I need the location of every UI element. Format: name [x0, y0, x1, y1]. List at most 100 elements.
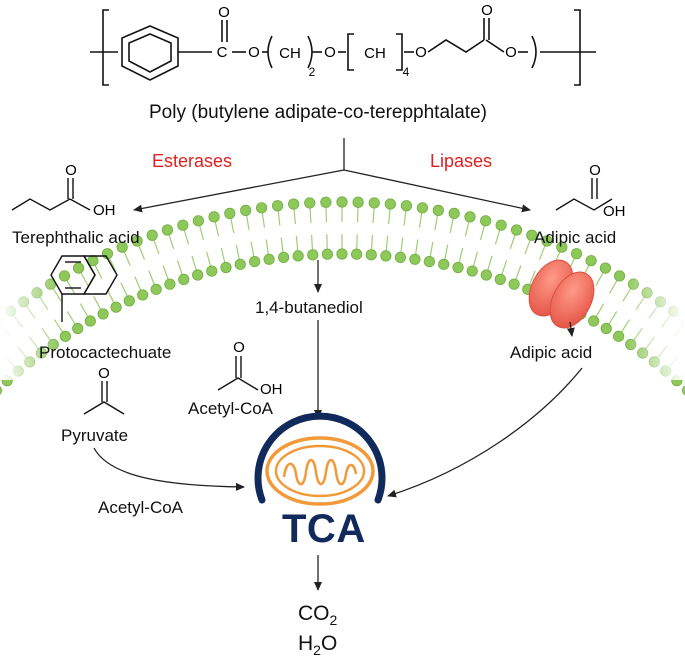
- lipid-head-outer: [177, 219, 189, 231]
- lipid-head-inner: [321, 248, 333, 260]
- lipid-head-outer: [131, 235, 143, 247]
- acetyl-oh: OH: [260, 381, 283, 398]
- lipid-head-outer: [464, 211, 476, 223]
- lipid-head-inner: [600, 322, 612, 335]
- adipic-acid-label: Adipic acid: [534, 228, 617, 247]
- polymer-carbon: C: [217, 44, 228, 61]
- h2o-h: H: [298, 632, 314, 655]
- lipid-head-outer: [336, 196, 348, 208]
- acetyl-coa-lower-label: Acetyl-CoA: [98, 498, 184, 517]
- lipid-head-outer: [192, 215, 204, 227]
- right-bracket: [574, 9, 581, 86]
- split-arrows: [133, 138, 531, 213]
- lipid-head-outer: [320, 196, 332, 208]
- lipid-head-inner: [588, 315, 600, 327]
- lipid-head-inner: [351, 248, 363, 260]
- acetyl-coa-label: Acetyl-CoA: [188, 399, 274, 418]
- lipid-head-outer: [570, 248, 583, 260]
- h2o-sub: 2: [313, 642, 321, 659]
- propanoic-structure-right: [555, 178, 613, 211]
- polymer-sub-4: 4: [403, 65, 410, 79]
- lipid-head-inner: [150, 283, 162, 295]
- lipid-head-inner: [59, 330, 71, 342]
- terephthalic-acid-label: Terephthalic acid: [12, 228, 140, 247]
- lipid-head-outer: [368, 197, 380, 209]
- lipid-head-outer: [72, 262, 85, 274]
- lipid-head-inner: [480, 269, 492, 281]
- lipid-head-outer: [448, 207, 460, 219]
- polymer-ether-o: O: [324, 44, 336, 61]
- transporter-protein: [528, 259, 595, 329]
- lipid-head-inner: [277, 251, 290, 263]
- enzyme-esterases: Esterases: [152, 151, 233, 171]
- lipid-head-inner: [206, 265, 218, 277]
- lipid-head-inner: [438, 258, 450, 270]
- h2o-o: O: [320, 632, 338, 655]
- lipid-head-outer: [352, 196, 364, 208]
- polymer-ch-1: CH: [279, 45, 301, 62]
- mitochondrion: [254, 412, 386, 506]
- lipid-head-inner: [123, 295, 135, 307]
- lipid-head-inner: [613, 330, 625, 342]
- tetralin-structure: [50, 255, 118, 322]
- lipid-head-outer: [432, 204, 444, 216]
- h2o-product: H2O: [298, 633, 337, 657]
- lipid-head-inner: [380, 250, 392, 262]
- lipid-head-inner: [110, 301, 122, 313]
- lipid-head-inner: [0, 386, 2, 395]
- lipid-head-inner: [137, 289, 149, 301]
- lipid-head-inner: [423, 255, 435, 268]
- lipid-head-inner: [336, 248, 348, 260]
- lipid-head-inner: [220, 261, 232, 274]
- lipid-head-outer: [585, 255, 597, 267]
- lipid-head-outer: [240, 204, 252, 216]
- lipid-head-outer: [255, 202, 268, 214]
- co2-sub: 2: [329, 612, 338, 629]
- left-acid-oh: OH: [93, 202, 116, 219]
- polymer-sub-2: 2: [309, 65, 316, 79]
- polymer-o-3: O: [415, 44, 427, 61]
- lipid-head-outer: [541, 235, 553, 247]
- polymer-ester-o-2: O: [505, 44, 517, 61]
- lipid-head-inner: [72, 322, 84, 335]
- polymer-carbonyl-o: O: [218, 4, 230, 21]
- lipid-head-inner: [307, 249, 319, 261]
- left-bracket: [102, 9, 109, 86]
- lipid-head-inner: [409, 253, 421, 265]
- lipid-head-outer: [208, 211, 220, 223]
- adipic-acid-inside-label: Adipic acid: [510, 343, 593, 362]
- left-acid-o: O: [65, 162, 77, 179]
- lipid-head-outer: [304, 197, 316, 209]
- benzene-ring: [121, 25, 179, 81]
- polymer-name: Poly (butylene adipate-co-terepphtalate): [149, 102, 487, 123]
- pyruvate-structure: [83, 381, 125, 415]
- right-acid-o: O: [589, 162, 601, 179]
- tca-label: TCA: [282, 507, 366, 551]
- polymer-carbonyl-o-2: O: [481, 2, 493, 19]
- lipid-head-outer: [146, 229, 158, 241]
- enzyme-lipases: Lipases: [430, 151, 493, 171]
- lipid-head-inner: [84, 315, 96, 327]
- acetyl-structure: [217, 356, 259, 391]
- lipid-head-outer: [224, 207, 236, 219]
- lipid-head-inner: [263, 253, 275, 265]
- lipid-head-inner: [452, 261, 464, 274]
- pathway-arrows: [93, 260, 583, 591]
- lipid-head-outer: [161, 224, 174, 236]
- lipid-head-outer: [613, 270, 626, 282]
- lipid-head-inner: [508, 278, 520, 290]
- lipid-head-inner: [249, 255, 261, 268]
- butanediol-label: 1,4-butanediol: [255, 298, 363, 317]
- lipid-head-inner: [234, 258, 246, 270]
- pyruvate-o: O: [98, 365, 110, 382]
- co2-product: CO2: [298, 603, 337, 627]
- protocatechuate-label: Protocactechuate: [39, 343, 172, 362]
- lipid-head-outer: [526, 229, 538, 241]
- co2-base: CO: [298, 602, 330, 625]
- polymer-structure: [90, 9, 596, 86]
- membrane-fade-right: [625, 180, 685, 380]
- lipid-head-outer: [599, 262, 612, 274]
- lipid-bilayer: [0, 196, 685, 396]
- polymer-ch-2: CH: [364, 45, 386, 62]
- lipid-head-inner: [164, 278, 176, 290]
